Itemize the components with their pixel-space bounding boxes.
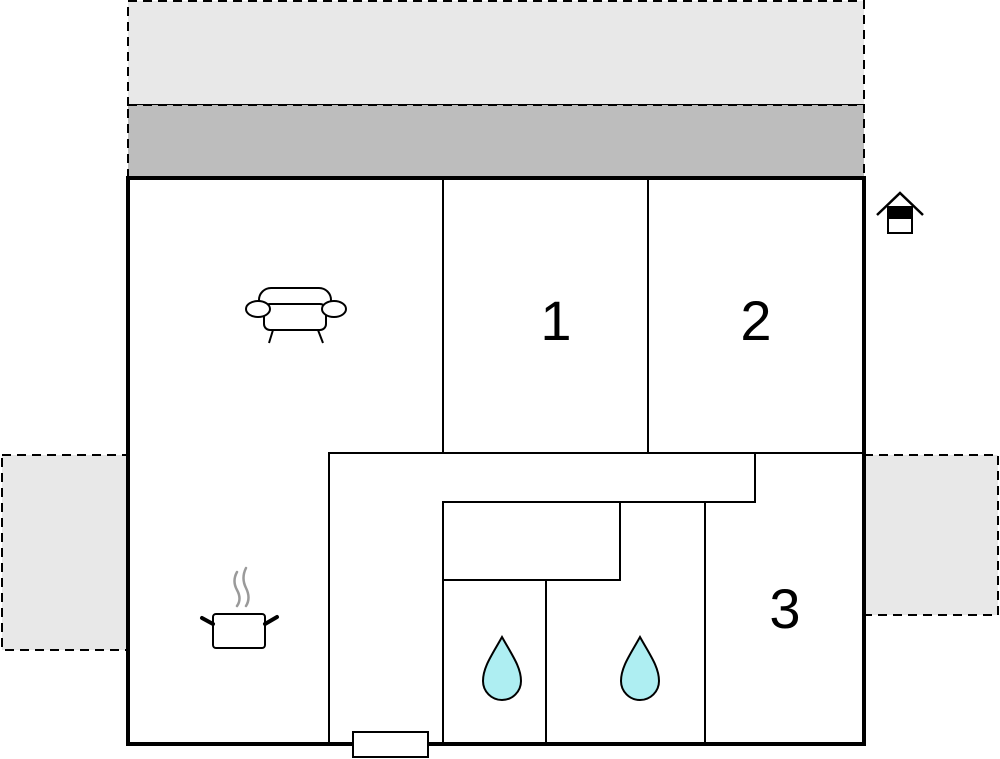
entrance-door (352, 731, 429, 758)
room-3-label: 3 (769, 577, 800, 640)
terrace-right (863, 454, 999, 616)
room-2-label: 2 (740, 289, 771, 352)
interior-walls (328, 178, 864, 744)
outdoor-areas (1, 0, 999, 651)
water-drop-icon (619, 634, 661, 701)
sofa-icon (245, 287, 347, 344)
terrace-left (1, 454, 129, 651)
cooking-pot-icon (200, 566, 279, 649)
terrace-top (127, 0, 865, 106)
exterior-wall (126, 176, 866, 746)
room-1-label: 1 (540, 289, 571, 352)
terrace-top-covered (127, 104, 865, 179)
house-entrance-icon (876, 191, 924, 234)
water-drop-icon (481, 634, 523, 701)
